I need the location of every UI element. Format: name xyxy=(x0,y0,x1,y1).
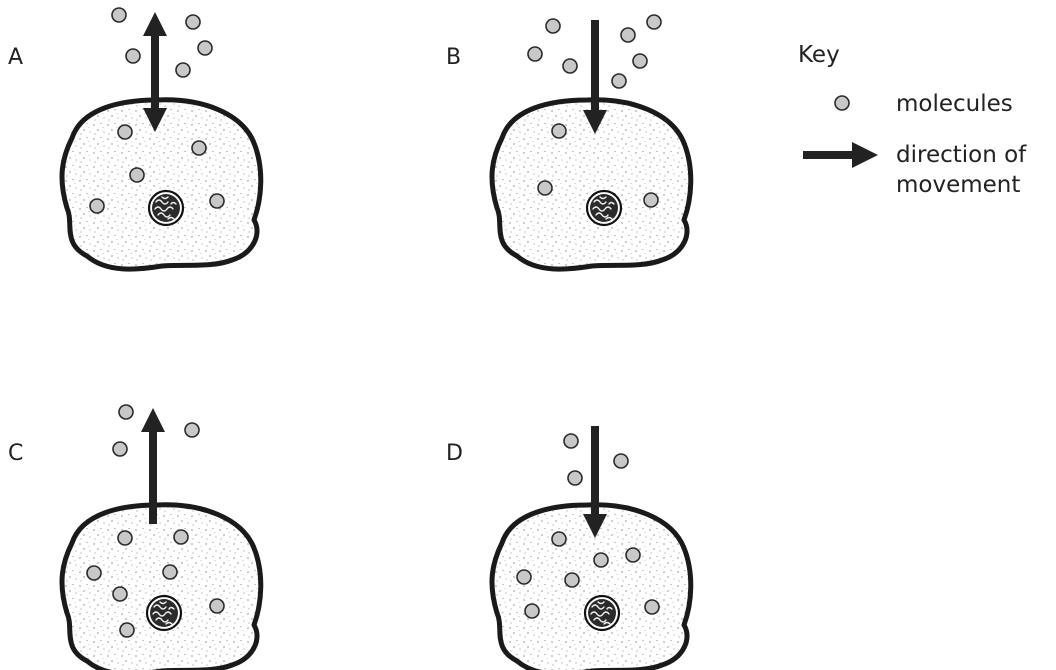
key-title: Key xyxy=(798,42,840,68)
nucleus-c xyxy=(145,594,183,632)
arrow-down-d xyxy=(583,426,607,538)
key-direction-label-line1: direction of xyxy=(896,142,1027,168)
panel-label-c: C xyxy=(8,441,23,466)
molecule xyxy=(129,167,145,183)
molecule xyxy=(86,565,102,581)
molecule xyxy=(118,404,134,420)
molecule xyxy=(191,140,207,156)
molecule xyxy=(564,572,580,588)
molecule xyxy=(545,18,561,34)
molecule xyxy=(644,599,660,615)
arrow-up-c xyxy=(141,408,165,524)
molecule xyxy=(620,27,636,43)
molecule xyxy=(632,53,648,69)
molecule xyxy=(125,48,141,64)
molecule xyxy=(527,46,543,62)
panel-c: C xyxy=(8,404,261,670)
molecules-c xyxy=(86,404,225,638)
key: Key molecules direction of movement xyxy=(798,42,1027,198)
molecule xyxy=(563,433,579,449)
cell-c xyxy=(62,505,261,670)
molecule xyxy=(567,470,583,486)
key-molecule-icon xyxy=(834,95,850,111)
molecule xyxy=(611,73,627,89)
molecule xyxy=(562,58,578,74)
molecules-b xyxy=(527,14,662,208)
molecule xyxy=(117,124,133,140)
molecule xyxy=(185,14,201,30)
molecule xyxy=(111,7,127,23)
panel-b: B xyxy=(446,14,691,269)
molecule xyxy=(184,422,200,438)
molecule xyxy=(625,547,641,563)
molecule xyxy=(646,14,662,30)
panel-d: D xyxy=(446,426,691,670)
molecule xyxy=(643,192,659,208)
molecule xyxy=(119,622,135,638)
molecule xyxy=(175,62,191,78)
molecule xyxy=(551,531,567,547)
double-arrow-a xyxy=(143,12,167,132)
key-direction-label-line2: movement xyxy=(896,172,1020,198)
molecule xyxy=(173,529,189,545)
molecule xyxy=(162,564,178,580)
molecule xyxy=(112,586,128,602)
molecule xyxy=(197,40,213,56)
molecule xyxy=(117,530,133,546)
molecule xyxy=(551,123,567,139)
cell-a xyxy=(62,100,261,269)
molecule xyxy=(516,569,532,585)
molecule xyxy=(209,193,225,209)
molecule xyxy=(89,198,105,214)
nucleus-a xyxy=(147,189,185,227)
panel-label-b: B xyxy=(446,45,461,70)
panel-label-a: A xyxy=(8,45,23,70)
molecule xyxy=(524,603,540,619)
molecule xyxy=(537,180,553,196)
key-arrow-icon xyxy=(803,142,878,168)
molecules-a xyxy=(89,7,225,214)
key-molecules-label: molecules xyxy=(896,91,1013,117)
panel-a: A xyxy=(8,7,261,269)
molecule xyxy=(593,552,609,568)
molecule xyxy=(112,441,128,457)
panel-label-d: D xyxy=(446,441,463,466)
nucleus-d xyxy=(583,594,621,632)
arrow-down-b xyxy=(583,20,607,134)
molecule xyxy=(209,598,225,614)
molecules-d xyxy=(516,433,660,619)
nucleus-b xyxy=(585,189,623,227)
molecule xyxy=(613,453,629,469)
